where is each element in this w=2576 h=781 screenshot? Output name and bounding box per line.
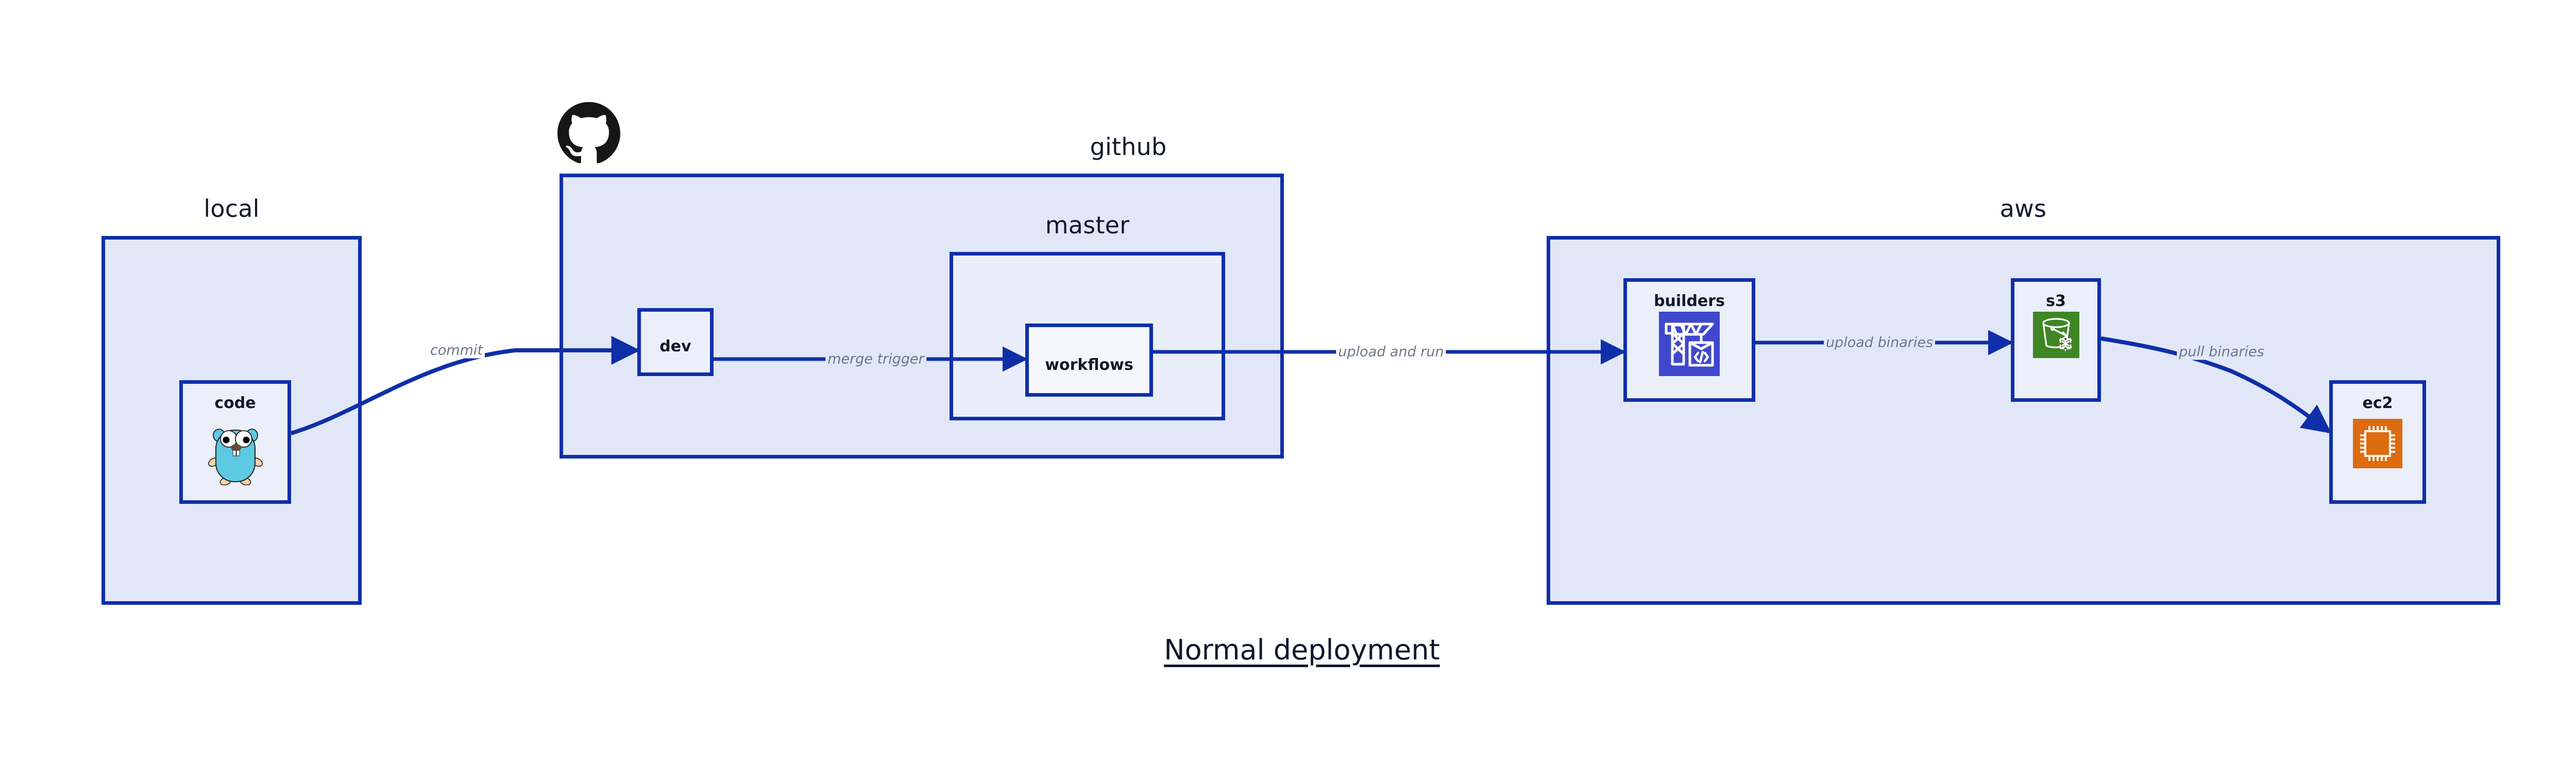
aws-ec2-icon — [2353, 419, 2402, 468]
diagram-title: Normal deployment — [1164, 634, 1440, 666]
zone-local-label: local — [204, 195, 260, 223]
node-code[interactable]: code — [179, 380, 291, 504]
node-workflows-label: workflows — [1045, 356, 1133, 374]
node-builders[interactable]: builders — [1623, 278, 1755, 402]
zone-github-label: github — [1090, 133, 1167, 161]
zone-aws-label: aws — [1999, 195, 2047, 223]
node-ec2-label: ec2 — [2362, 394, 2393, 412]
node-builders-label: builders — [1654, 292, 1725, 310]
node-s3[interactable]: s3 — [2011, 278, 2101, 402]
edge-upload-and-run-label: upload and run — [1336, 344, 1446, 360]
edge-pull-binaries-label: pull binaries — [2177, 344, 2266, 360]
go-gopher-icon — [207, 421, 264, 486]
node-code-label: code — [214, 394, 256, 412]
github-octocat-logo — [557, 102, 620, 165]
node-workflows[interactable]: workflows — [1025, 324, 1153, 397]
edge-upload-binaries-label: upload binaries — [1823, 334, 1936, 351]
node-dev-label: dev — [659, 337, 691, 355]
aws-codebuild-icon — [1659, 312, 1720, 376]
aws-s3-glacier-icon — [2032, 312, 2079, 358]
edge-merge-trigger-label: merge trigger — [825, 351, 926, 367]
zone-master-label: master — [1045, 211, 1130, 239]
node-dev[interactable]: dev — [637, 308, 714, 376]
edge-commit-label: commit — [428, 342, 485, 359]
node-s3-label: s3 — [2046, 292, 2066, 310]
node-ec2[interactable]: ec2 — [2329, 380, 2426, 504]
